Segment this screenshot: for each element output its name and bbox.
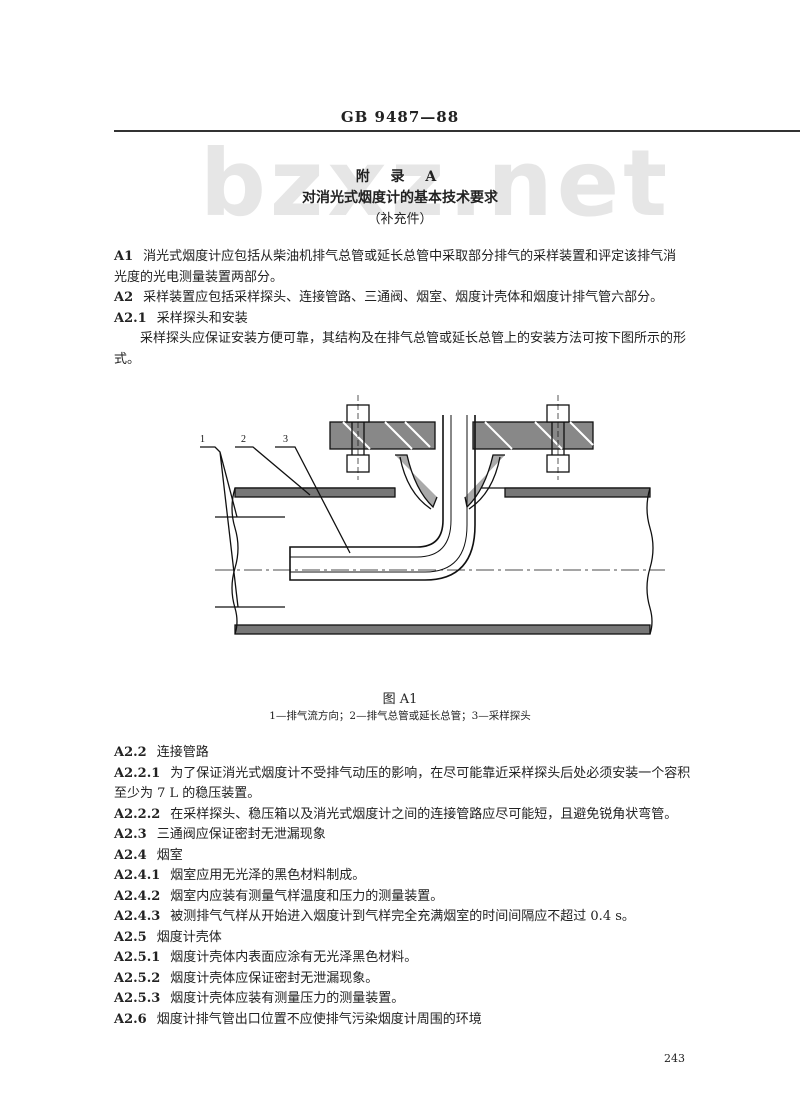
clause-text: 连接管路: [156, 745, 209, 760]
paragraph-line: A2.3 三通阀应保证密封无泄漏现象: [114, 825, 694, 846]
figure-label-3: 3: [283, 434, 288, 445]
paragraph-line: 采样探头应保证安装方便可靠，其结构及在排气总管或延长总管上的安装方法可按下图所示…: [114, 329, 694, 350]
clause-number: A2.2.1: [114, 765, 161, 781]
clause-text: 消光式烟度计应包括从柴油机排气总管或延长总管中采取部分排气的采样装置和评定该排气…: [143, 249, 677, 264]
clause-text: 在采样探头、稳压箱以及消光式烟度计之间的连接管路应尽可能短，且避免锐角状弯管。: [170, 806, 678, 822]
clause-number: A2.4: [114, 847, 147, 863]
paragraph-line: A2.5.2 烟度计壳体应保证密封无泄漏现象。: [114, 969, 694, 990]
clause-number: A2.5.2: [114, 970, 161, 986]
paragraph-line: A2.6 烟度计排气管出口位置不应使排气污染烟度计周围的环境: [114, 1010, 694, 1031]
page-number: 243: [664, 1052, 685, 1065]
clause-text: 为了保证消光式烟度计不受排气动压的影响，在尽可能靠近采样探头后处必须安装一个容积: [170, 765, 691, 781]
clause-text: 三通阀应保证密封无泄漏现象: [156, 827, 326, 842]
clause-text: 烟度计壳体应装有测量压力的测量装置。: [170, 991, 405, 1006]
clause-text: 式。: [114, 351, 141, 367]
appendix-subtitle: （补充件）: [367, 212, 433, 227]
clause-text: 烟室内应装有测量气样温度和压力的测量装置。: [170, 888, 444, 904]
clause-text: 采样探头和安装: [156, 310, 248, 326]
clause-text: 烟度计壳体应保证密封无泄漏现象。: [170, 970, 379, 986]
clause-number: A2.4.3: [114, 909, 161, 924]
clause-text: 烟室应用无光泽的黑色材料制成。: [170, 868, 366, 883]
clause-text: 至少为 7 L 的稳压装置。: [114, 786, 261, 801]
clause-number: A2: [114, 290, 134, 305]
paragraph-line: A2.1 采样探头和安装: [114, 309, 694, 330]
clause-text: 被测排气气样从开始进入烟度计到气样完全充满烟室的时间间隔应不超过 0.4 s。: [170, 909, 635, 924]
clause-number: A2.4.2: [114, 888, 161, 904]
clause-number: A2.1: [114, 310, 147, 326]
clause-number: A1: [114, 249, 134, 264]
clause-number: A2.4.1: [114, 868, 161, 883]
clause-text: 烟室: [156, 847, 183, 863]
figure-caption: 图 A1: [382, 692, 418, 707]
clause-text: 烟度计排气管出口位置不应使排气污染烟度计周围的环境: [156, 1011, 482, 1027]
clause-text: 采样探头应保证安装方便可靠，其结构及在排气总管或延长总管上的安装方法可按下图所示…: [114, 331, 687, 346]
figure-label-1: 1: [200, 434, 205, 445]
paragraph-line: A2.4.2 烟室内应装有测量气样温度和压力的测量装置。: [114, 887, 694, 908]
figure-legend: 1—排气流方向；2—排气总管或延长总管；3—采样探头: [269, 710, 531, 722]
clause-text: 采样装置应包括采样探头、连接管路、三通阀、烟室、烟度计壳体和烟度计排气管六部分。: [143, 290, 664, 305]
clause-text: 烟度计壳体内表面应涂有无光泽黑色材料。: [170, 950, 418, 965]
figure-label-2: 2: [241, 434, 246, 445]
clause-text: 烟度计壳体: [156, 929, 222, 945]
paragraph-line: A2 采样装置应包括采样探头、连接管路、三通阀、烟室、烟度计壳体和烟度计排气管六部…: [114, 288, 694, 309]
paragraph-line: 式。: [114, 350, 694, 371]
standard-header: GB 9487—88: [340, 108, 460, 126]
appendix-label: 附 录 A: [355, 169, 445, 185]
figure-a1-diagram: 1 2 3: [200, 395, 665, 635]
clause-number: A2.5.3: [114, 991, 161, 1006]
watermark: bzxz.net: [200, 130, 672, 237]
paragraph-line: 至少为 7 L 的稳压装置。: [114, 784, 694, 805]
paragraph-line: A2.4.3 被测排气气样从开始进入烟度计到气样完全充满烟室的时间间隔应不超过 0…: [114, 907, 694, 928]
paragraph-line: A2.2 连接管路: [114, 743, 694, 764]
clause-text: 光度的光电测量装置两部分。: [114, 269, 284, 285]
clause-number: A2.2.2: [114, 806, 161, 822]
paragraph-line: A2.5.3 烟度计壳体应装有测量压力的测量装置。: [114, 989, 694, 1010]
paragraph-line: A2.2.2 在采样探头、稳压箱以及消光式烟度计之间的连接管路应尽可能短，且避免锐…: [114, 805, 694, 826]
clause-number: A2.6: [114, 1011, 147, 1027]
clause-number: A2.5: [114, 929, 147, 945]
paragraph-line: A2.4.1 烟室应用无光泽的黑色材料制成。: [114, 866, 694, 887]
paragraph-line: A2.2.1 为了保证消光式烟度计不受排气动压的影响，在尽可能靠近采样探头后处必须…: [114, 764, 694, 785]
paragraph-line: A2.4 烟室: [114, 846, 694, 867]
paragraph-line: A2.5.1 烟度计壳体内表面应涂有无光泽黑色材料。: [114, 948, 694, 969]
clause-number: A2.2: [114, 745, 147, 760]
appendix-title: 对消光式烟度计的基本技术要求: [302, 190, 498, 206]
paragraph-line: A2.5 烟度计壳体: [114, 928, 694, 949]
clause-number: A2.3: [114, 827, 147, 842]
clause-number: A2.5.1: [114, 950, 161, 965]
header-rule: [114, 130, 800, 132]
paragraph-line: 光度的光电测量装置两部分。: [114, 268, 694, 289]
paragraph-line: A1 消光式烟度计应包括从柴油机排气总管或延长总管中采取部分排气的采样装置和评定该…: [114, 247, 694, 268]
